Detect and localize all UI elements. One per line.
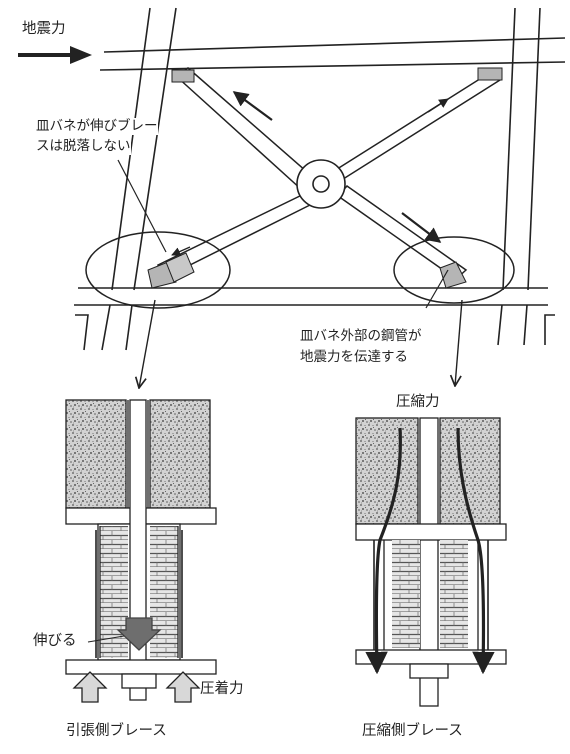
column-right-lower-inner <box>497 304 503 346</box>
column-left-outer <box>111 7 151 291</box>
ellipse-left <box>85 231 231 309</box>
brace-upper-left <box>174 67 316 192</box>
brace-arrows <box>171 91 449 256</box>
detail-arrows <box>139 299 463 388</box>
tension-detail <box>65 399 217 703</box>
column-left-lower-outer <box>101 304 111 351</box>
gusset-top-left <box>171 69 195 83</box>
arrow-tension-upper <box>232 91 273 121</box>
label-steel-pipe-2: 地震力を伝達する <box>300 349 408 366</box>
label-stretches: 伸びる <box>33 633 77 649</box>
label-spring-extends-1: 皿バネが伸びブレー <box>36 118 158 135</box>
crimp-arrow-right <box>165 671 201 703</box>
label-compression-force: 圧縮力 <box>396 394 440 410</box>
compression-concrete-left <box>355 417 419 525</box>
leader-lines <box>117 159 449 309</box>
tension-concrete-left <box>65 399 127 509</box>
caption-compression-brace: 圧縮側ブレース <box>362 723 463 739</box>
spring-device-right <box>439 261 467 289</box>
caption-tension-brace: 引張側ブレース <box>66 723 167 739</box>
arrow-small-upper-right <box>427 98 449 113</box>
callout-ellipses <box>85 231 515 309</box>
compression-springs-right <box>440 540 468 648</box>
column-right-lower-outer <box>523 304 528 346</box>
tension-springs-right <box>150 526 178 658</box>
column-right-outer <box>527 7 541 291</box>
lower-grid-right-corner <box>544 314 555 345</box>
tension-concrete-right <box>149 399 211 509</box>
gusset-plates <box>147 67 503 289</box>
tension-stretch-arrow <box>116 617 162 651</box>
compression-concrete-right <box>439 417 501 525</box>
crimp-arrow-left <box>72 671 108 703</box>
lower-grid-left-corner <box>75 314 89 351</box>
compression-plate-top <box>355 523 507 541</box>
label-crimp-force: 圧着力 <box>200 681 244 697</box>
brace-upper-right <box>332 68 502 183</box>
label-steel-pipe-1: 皿バネ外部の鋼管が <box>300 328 422 345</box>
seismic-force-arrow <box>18 46 92 64</box>
leader-steel-pipe <box>425 269 449 309</box>
tension-nut <box>121 673 157 689</box>
compression-detail <box>355 417 507 707</box>
arrow-compression-lower <box>401 212 442 243</box>
beam-top-lower <box>99 61 566 71</box>
label-seismic-force: 地震力 <box>22 21 66 37</box>
leader-spring-extends <box>117 159 167 253</box>
compression-load-path-right <box>456 427 495 675</box>
arrow-to-compression-detail <box>455 299 463 386</box>
spring-device-left-body <box>165 252 195 283</box>
arrow-small-lower-left <box>171 246 191 256</box>
frame-grid <box>74 7 566 351</box>
leader-stretches <box>87 635 125 643</box>
compression-nut <box>409 663 449 679</box>
arrow-to-tension-detail <box>139 299 156 388</box>
label-spring-extends-2: スは脱落しない <box>36 138 131 155</box>
center-ring <box>296 159 346 209</box>
tension-plate-bottom <box>65 659 217 675</box>
column-right-inner <box>502 7 516 291</box>
ellipse-right <box>393 236 515 304</box>
column-left-inner <box>133 7 177 291</box>
beam-top-upper <box>103 37 566 53</box>
column-left-lower-inner <box>125 304 133 351</box>
compression-springs-left <box>392 540 420 648</box>
compression-load-path-left <box>365 427 402 675</box>
gusset-top-right <box>477 67 503 81</box>
tension-rod <box>129 399 147 701</box>
